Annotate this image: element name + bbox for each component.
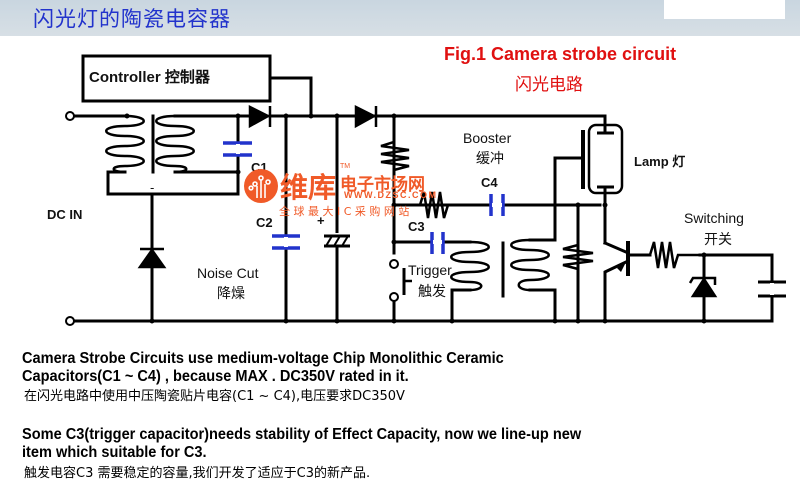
diode1-icon	[248, 104, 271, 129]
para1-cn: 在闪光电路中使用中压陶瓷贴片电容(C1 ~ C4),电压要求DC350V	[24, 389, 405, 404]
base-resistor-icon	[648, 241, 700, 269]
figure-subtitle: 闪光电路	[515, 75, 583, 95]
description-paragraph-2: Some C3(trigger capacitor)needs stabilit…	[22, 426, 617, 483]
header-blank-box	[664, 0, 785, 19]
dc-in-label: DC IN	[47, 207, 83, 222]
figure-title: Fig.1 Camera strobe circuit	[444, 44, 677, 64]
circuit-diagram	[65, 54, 786, 326]
controller-wire	[268, 76, 313, 118]
switching-wire	[698, 253, 774, 284]
trigger-cn-label: 触发	[418, 284, 446, 300]
watermark-logo-icon	[244, 169, 278, 203]
para2-line2: item which suitable for C3.	[22, 444, 207, 461]
emitter-arrow-icon	[617, 262, 626, 272]
noise-cut-cn-label: 降燥	[217, 286, 245, 302]
primary-bottom-wire	[106, 114, 240, 196]
trigger-switch-terminal-bottom	[389, 292, 399, 302]
diode2-icon	[354, 104, 377, 129]
booster-label: Booster	[463, 130, 512, 146]
primary-coil-icon	[105, 114, 145, 174]
watermark-slogan: 全 球 最 大 I C 采 购 网 站	[279, 205, 410, 218]
zener-diode-icon	[690, 276, 718, 298]
switching-cn-label: 开关	[704, 232, 732, 248]
description-paragraph-1: Camera Strobe Circuits use medium-voltag…	[22, 350, 534, 406]
trigger-secondary-coil-icon	[510, 238, 550, 292]
electrolytic-capacitor-icon	[324, 233, 350, 248]
noise-cut-label: Noise Cut	[197, 265, 259, 281]
transformer-minus-label: -	[150, 180, 155, 195]
trigger-secondary-return	[528, 288, 557, 323]
lamp-resistor-icon	[562, 243, 594, 271]
c4-label: C4	[481, 175, 498, 190]
trigger-primary-coil-icon	[450, 240, 490, 292]
rail-right	[372, 114, 607, 130]
c3-label: C3	[408, 219, 425, 234]
lamp-label: Lamp 灯	[634, 154, 686, 169]
c4-resistor-icon	[418, 191, 450, 219]
slide-header: 闪光灯的陶瓷电容器	[0, 0, 800, 36]
para1-line1: Camera Strobe Circuits use medium-voltag…	[22, 350, 504, 367]
watermark-brand: 维库	[280, 171, 337, 204]
booster-resistor-icon	[380, 138, 410, 174]
para2-line1: Some C3(trigger capacitor)needs stabilit…	[22, 426, 582, 443]
switching-label: Switching	[684, 210, 744, 226]
flash-lamp-icon	[587, 122, 624, 195]
watermark-url: WWW.DZSC.COM	[344, 190, 438, 200]
transformer-coils	[105, 114, 550, 292]
controller-label: Controller 控制器	[89, 69, 210, 86]
slide-title: 闪光灯的陶瓷电容器	[33, 7, 231, 31]
dc-in-terminal-bottom	[65, 316, 75, 326]
booster-cn-label: 缓冲	[476, 151, 504, 167]
c2-label: C2	[256, 215, 273, 230]
trigger-output-wire	[528, 156, 582, 242]
para2-cn: 触发电容C3 需要稳定的容量,我们开发了适应于C3的新产品.	[24, 466, 371, 481]
dc-in-terminal-top	[65, 111, 75, 121]
para1-line2: Capacitors(C1 ~ C4) , because MAX . DC35…	[22, 368, 409, 385]
secondary-coil-icon	[155, 114, 195, 174]
trigger-primary-return	[450, 288, 472, 323]
watermark-market: 电子市场网	[340, 175, 425, 195]
transistor-emitter	[603, 260, 628, 323]
electrolytic-plus-label: +	[317, 213, 325, 228]
trigger-switch-terminal-top	[389, 259, 399, 269]
trigger-label: Trigger	[408, 262, 452, 278]
junction-dots	[124, 113, 707, 324]
transistor-collector	[603, 241, 628, 254]
watermark-tm: TM	[340, 163, 351, 170]
input-diode-icon	[137, 247, 167, 269]
